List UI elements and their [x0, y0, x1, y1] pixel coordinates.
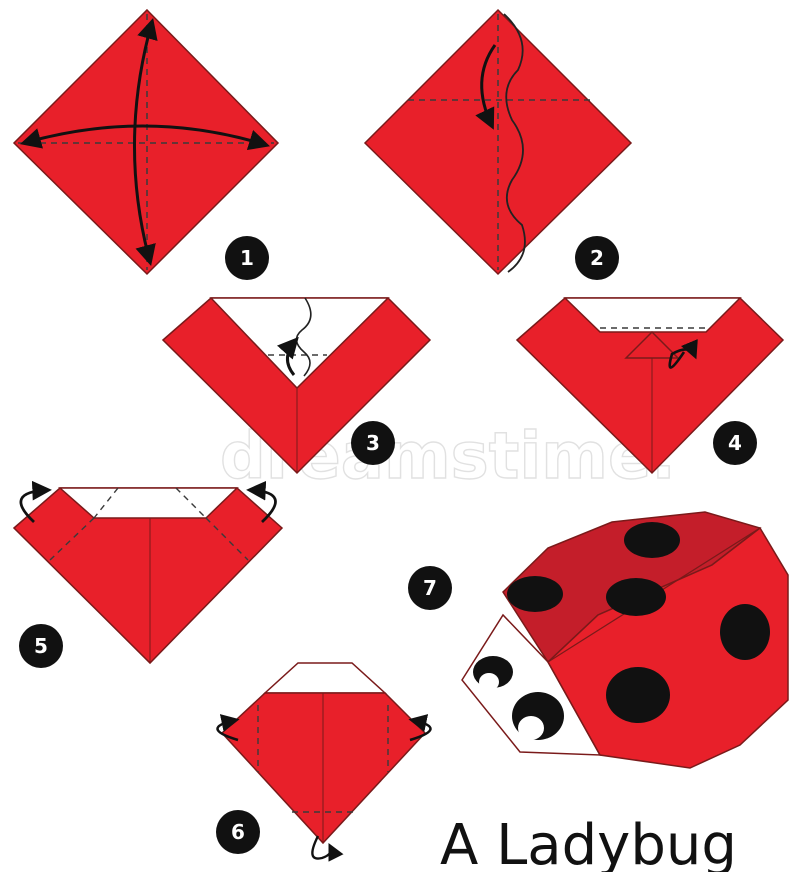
- step-number: 4: [728, 431, 742, 455]
- step-number: 7: [423, 576, 437, 600]
- step-3: 3: [163, 298, 430, 473]
- page-title: A Ladybug: [440, 813, 737, 872]
- step-number: 1: [240, 246, 254, 270]
- ladybug-spot: [606, 667, 670, 723]
- ladybug-spot: [606, 578, 666, 616]
- ladybug-eye-highlight: [479, 673, 499, 691]
- ladybug-spot: [624, 522, 680, 558]
- ladybug-spot: [507, 576, 563, 612]
- step-5: 5: [14, 488, 282, 668]
- paper-white-flap: [265, 663, 385, 693]
- step-number: 5: [34, 634, 48, 658]
- ladybug-spot: [720, 604, 770, 660]
- step-7: 7: [408, 512, 788, 768]
- step-number: 6: [231, 820, 245, 844]
- step-1: 1: [14, 10, 278, 280]
- step-2: 2: [365, 10, 631, 280]
- ladybug-icon: [462, 512, 788, 768]
- step-number: 3: [366, 431, 380, 455]
- ladybug-eye-highlight: [518, 716, 544, 740]
- step-6: 6: [216, 663, 431, 859]
- step-number: 2: [590, 246, 604, 270]
